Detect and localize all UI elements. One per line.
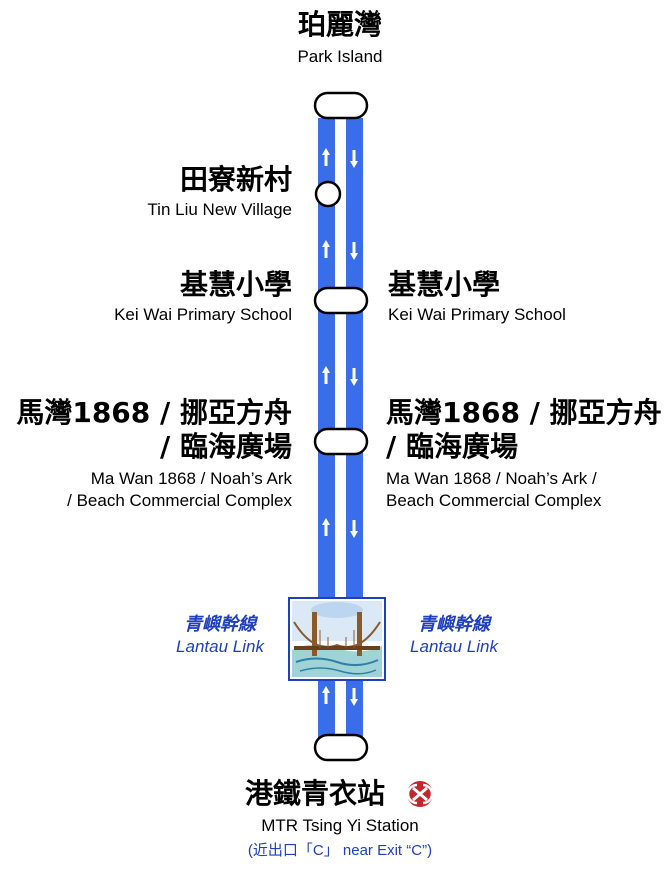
down-arrow-icon [350,242,358,260]
mtr-logo-icon [406,781,434,807]
stop-marker-park-island [313,91,369,120]
stop-name-en: Park Island [297,47,383,66]
stop-name-zh-line2: / 臨海廣場 [386,430,518,463]
stop-name-en-line2: Beach Commercial Complex [386,491,602,510]
lantau-link-en: Lantau Link [410,637,498,656]
stop-name-zh: 基慧小學 [179,268,292,301]
stop-name-en-line1: Ma Wan 1868 / Noah’s Ark / [386,469,597,488]
bridge-icon [288,597,386,681]
up-arrow-icon [322,686,330,704]
lantau-link-en: Lantau Link [176,637,264,656]
stop-tin-liu: 田寮新村 Tin Liu New Village [147,163,292,221]
up-arrow-icon [322,148,330,166]
stop-kei-wai-left: 基慧小學 Kei Wai Primary School [114,268,292,326]
stop-tsing-yi: 港鐵青衣站 [245,777,385,811]
stop-ma-wan-right: 馬灣1868 / 挪亞方舟 / 臨海廣場 Ma Wan 1868 / Noah’… [386,396,662,512]
down-arrow-icon [350,368,358,386]
lantau-link-zh: 青嶼幹線 [418,614,490,635]
stop-name-en-line1: Ma Wan 1868 / Noah’s Ark [90,469,292,488]
stop-name-en: Tin Liu New Village [147,200,292,219]
down-arrow-icon [350,520,358,538]
stop-name-en-line2: / Beach Commercial Complex [67,491,292,510]
stop-park-island: 珀麗灣 Park Island [195,8,485,68]
stop-tsing-yi-details: MTR Tsing Yi Station (近出口「C」 near Exit “… [190,815,490,860]
stop-ma-wan-left: 馬灣1868 / 挪亞方舟 / 臨海廣場 Ma Wan 1868 / Noah’… [16,396,292,512]
stop-marker-ma-wan [313,427,369,456]
stop-marker-kei-wai [313,286,369,315]
stop-kei-wai-right: 基慧小學 Kei Wai Primary School [388,268,566,326]
down-arrow-icon [350,150,358,168]
stop-name-zh: 基慧小學 [388,268,501,301]
down-arrow-icon [350,688,358,706]
stop-name-zh: 珀麗灣 [297,8,382,41]
stop-name-en: Kei Wai Primary School [388,305,566,324]
stop-name-zh-line1: 馬灣1868 / 挪亞方舟 [16,396,292,429]
stop-name-zh: 田寮新村 [179,163,292,196]
stop-name-en: MTR Tsing Yi Station [261,816,419,835]
up-arrow-icon [322,518,330,536]
up-arrow-icon [322,240,330,258]
stop-name-en: Kei Wai Primary School [114,305,292,324]
stop-name-zh-line1: 馬灣1868 / 挪亞方舟 [386,396,662,429]
up-arrow-icon [322,366,330,384]
lantau-link-zh: 青嶼幹線 [184,614,256,635]
lantau-link-label-right: 青嶼幹線 Lantau Link [394,614,514,658]
stop-name-zh: 港鐵青衣站 [245,777,386,810]
stop-marker-tsing-yi [313,733,369,762]
stop-name-zh-line2: / 臨海廣場 [160,430,292,463]
stop-marker-tin-liu [314,180,342,208]
exit-note: (近出口「C」 near Exit “C”) [247,842,433,859]
direction-arrows [322,148,358,706]
lantau-link-label-left: 青嶼幹線 Lantau Link [160,614,280,658]
